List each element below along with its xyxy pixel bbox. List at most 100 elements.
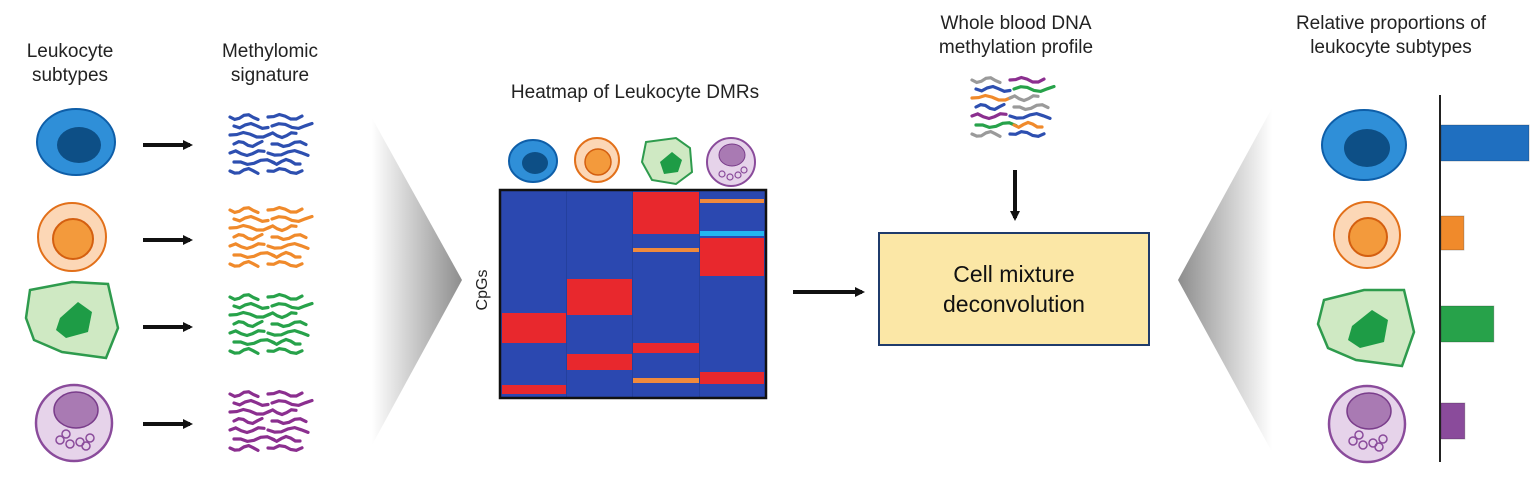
- heatmap-cell: [700, 199, 764, 203]
- signature-line: [270, 337, 302, 347]
- heatmap-title: Heatmap of Leukocyte DMRs: [510, 82, 760, 103]
- methylomic-signature-label: Methylomic signature: [221, 41, 319, 86]
- heatmap-cell: [502, 313, 566, 343]
- signature-line: [270, 121, 314, 131]
- heatmap-cell: [502, 385, 566, 394]
- heatmap-cell: [700, 372, 764, 384]
- signature-line: [970, 112, 1008, 121]
- signature-line: [228, 130, 272, 139]
- heatmap-lymphocyte-icon: [508, 139, 558, 183]
- signature-line: [232, 251, 276, 260]
- signature-line: [970, 76, 1002, 85]
- signature-line: [228, 346, 260, 355]
- leukocyte-subtypes-label: Leukocyte subtypes: [26, 41, 114, 86]
- signature-line: [970, 93, 1014, 102]
- proportion-macrophage-icon: [1316, 288, 1416, 368]
- signature-line: [1012, 84, 1056, 94]
- signature-line: [266, 131, 298, 140]
- proportion-granulocyte-icon: [1327, 384, 1407, 464]
- signature-line: [970, 129, 1002, 138]
- heatmap-cell: [567, 354, 632, 370]
- proportion-lymphocyte-icon: [1321, 109, 1407, 181]
- signature-line: [232, 232, 264, 242]
- heatmap: [498, 188, 768, 400]
- proportion-bar: [1440, 124, 1530, 162]
- signature-line: [270, 301, 314, 311]
- heatmap-macrophage-icon: [640, 136, 694, 186]
- signature-line: [266, 328, 310, 337]
- signature-line: [1008, 75, 1046, 84]
- signature-line: [266, 408, 298, 417]
- signature-line: [232, 214, 270, 223]
- heatmap-cell: [700, 238, 764, 276]
- signature-line: [270, 398, 314, 408]
- signature-line: [266, 444, 304, 452]
- signature-line: [974, 102, 1006, 112]
- signature-line: [270, 250, 302, 260]
- heatmap-monocyte-icon: [574, 137, 620, 183]
- heatmap-cell: [633, 378, 699, 383]
- signature-line: [228, 390, 260, 399]
- proportion-bar: [1440, 305, 1495, 343]
- methylomic-signatures: [228, 112, 314, 452]
- signature-line: [232, 398, 270, 407]
- heatmap-granulocyte-icon: [706, 137, 756, 187]
- whole-blood-methylation-profile: [970, 75, 1056, 138]
- signature-line: [270, 434, 302, 444]
- signature-line: [228, 293, 260, 302]
- signature-line: [232, 121, 270, 130]
- signature-line: [232, 435, 276, 444]
- signature-line: [1008, 111, 1052, 120]
- signature-lymphocyte: [228, 112, 314, 175]
- signature-line: [270, 320, 308, 329]
- granulocyte-cell-icon: [34, 383, 114, 463]
- signature-line: [266, 311, 298, 320]
- signature-line: [228, 259, 260, 268]
- signature-line: [266, 148, 310, 157]
- signature-line: [974, 84, 1012, 93]
- signature-line: [270, 157, 302, 167]
- signature-line: [232, 319, 264, 329]
- signature-line: [266, 167, 304, 175]
- signature-line: [974, 121, 1018, 130]
- signature-line: [232, 158, 276, 167]
- proportion-bars: [1440, 124, 1530, 440]
- signature-line: [228, 426, 266, 435]
- signature-line: [1008, 94, 1040, 103]
- signature-line: [266, 292, 304, 301]
- signature-line: [266, 241, 310, 250]
- lymphocyte-cell-icon: [36, 108, 116, 176]
- signature-line: [228, 223, 272, 232]
- signature-macrophage: [228, 292, 314, 355]
- signature-line: [266, 112, 304, 121]
- signature-line: [1012, 103, 1050, 112]
- cell-to-signature-arrows: [143, 140, 193, 429]
- box-line-1: Cell mixture: [953, 261, 1075, 287]
- signature-line: [228, 310, 272, 319]
- heatmap-cell: [633, 192, 699, 234]
- cell-mixture-deconvolution-box: Cell mixture deconvolution: [878, 232, 1150, 346]
- signature-granulocyte: [228, 389, 314, 452]
- signature-line: [1008, 130, 1046, 138]
- left-funnel-shape: [372, 118, 462, 445]
- mixed-profile-lines: [970, 75, 1056, 138]
- monocyte-cell-icon: [37, 202, 107, 272]
- signature-line: [270, 140, 308, 149]
- proportion-bar: [1440, 215, 1465, 251]
- signature-line: [228, 443, 260, 452]
- proportion-monocyte-icon: [1333, 201, 1401, 269]
- signature-line: [232, 301, 270, 310]
- signature-line: [1012, 120, 1044, 130]
- signature-line: [228, 206, 260, 215]
- heatmap-border: [498, 188, 768, 400]
- macrophage-cell-icon: [24, 280, 120, 360]
- signature-line: [266, 425, 310, 434]
- signature-line: [228, 329, 266, 338]
- box-line-2: deconvolution: [943, 291, 1085, 317]
- relative-proportions-label: Relative proportions of leukocyte subtyp…: [1295, 13, 1487, 58]
- signature-line: [266, 389, 304, 398]
- signature-line: [266, 205, 304, 214]
- signature-line: [266, 224, 298, 233]
- whole-blood-profile-label: Whole blood DNA methylation profile: [938, 13, 1094, 58]
